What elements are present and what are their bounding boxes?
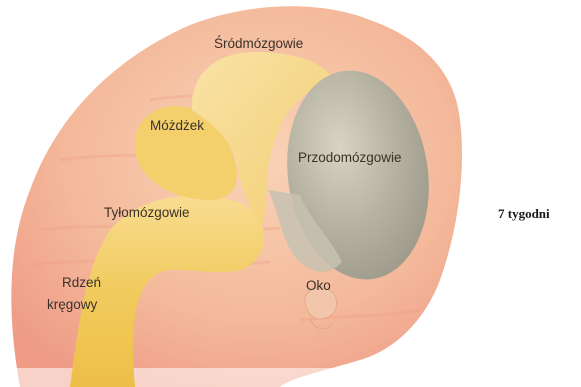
label-przodomozgowie: Przodomózgowie <box>298 150 402 166</box>
label-srodmozgowie: Śródmózgowie <box>214 36 303 52</box>
label-rdzen-line1: Rdzeń <box>62 275 101 291</box>
label-mozdzek: Móżdżek <box>150 118 204 134</box>
label-tylomozgowie: Tyłomózgowie <box>104 205 190 221</box>
label-oko: Oko <box>306 278 331 294</box>
label-rdzen-line2: kręgowy <box>47 297 97 313</box>
age-label: 7 tygodni <box>498 206 550 222</box>
